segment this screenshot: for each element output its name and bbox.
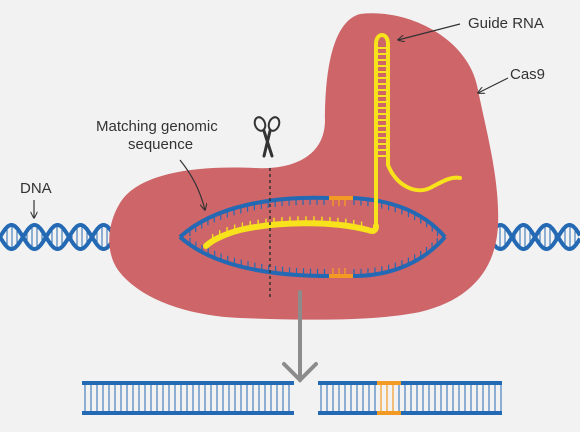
scissors-icon <box>253 116 281 158</box>
cut-dna-right <box>318 381 502 415</box>
guide-rna-label: Guide RNA <box>468 15 544 32</box>
cut-dna-left <box>82 381 294 415</box>
guide-rna <box>203 33 462 249</box>
down-arrow-icon <box>282 290 318 383</box>
cas9-label: Cas9 <box>510 66 546 83</box>
matching-sequence-label-line1: Matching genomic <box>96 118 218 135</box>
dna-label: DNA <box>20 180 52 197</box>
matching-sequence-label-line2: sequence <box>128 136 194 153</box>
leader-arrows <box>34 23 509 218</box>
pam-sequence <box>329 196 353 278</box>
